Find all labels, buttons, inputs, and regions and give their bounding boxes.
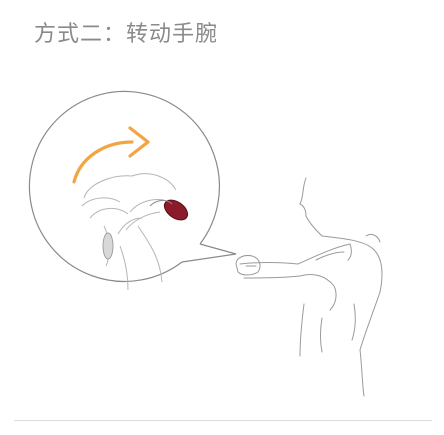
page-title: 方式二：转动手腕	[34, 22, 219, 47]
curved-arrow-icon	[72, 126, 150, 184]
zoom-bubble	[28, 90, 237, 282]
bottom-divider	[14, 420, 432, 421]
watch-band	[149, 199, 189, 221]
wrist-watch-detail	[81, 173, 177, 291]
person-illustration	[235, 177, 383, 397]
